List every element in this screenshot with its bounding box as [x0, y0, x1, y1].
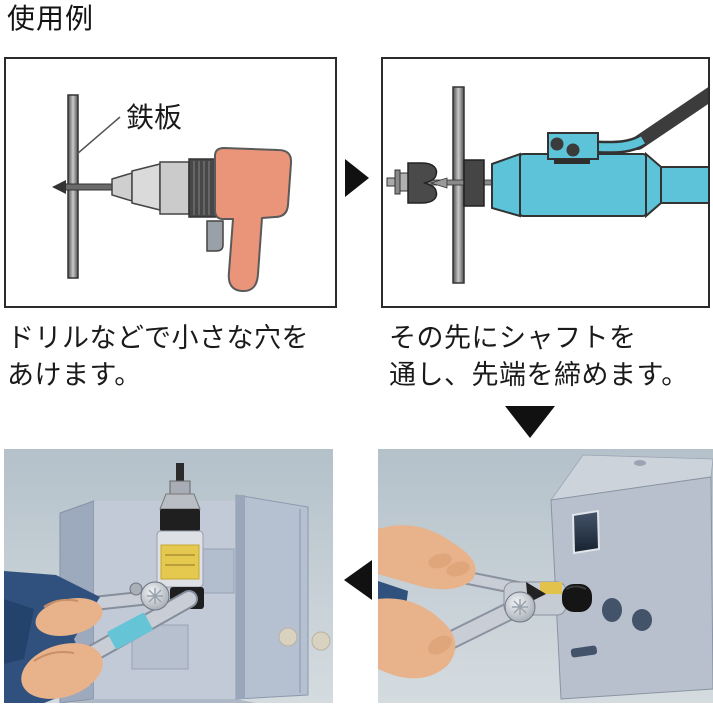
drill-bit	[63, 183, 115, 191]
iron-plate-label: 鉄板	[126, 102, 182, 133]
round-hole-1	[602, 598, 622, 622]
port-hole-1	[550, 137, 564, 151]
punch-die	[407, 162, 438, 204]
yellow-label	[160, 544, 200, 580]
slot-hole	[570, 645, 598, 658]
step1-caption: ドリルなどで小さな穴を あけます。	[7, 320, 309, 394]
drill-ribbed-grip	[188, 158, 217, 218]
worker-hands	[378, 525, 476, 679]
shaft-tip	[429, 177, 448, 189]
step2-caption: その先にシャフトを 通し、先端を締めます。	[389, 320, 689, 394]
step4-photo-illustration	[4, 449, 333, 703]
chuck-collar	[159, 161, 190, 215]
yellow-label	[540, 582, 562, 594]
step2-illustration-panel	[381, 57, 710, 308]
chuck-tip	[111, 171, 133, 203]
step2-illustration	[386, 86, 708, 284]
hand-lower	[378, 598, 456, 679]
caption-line: その先にシャフトを	[389, 323, 637, 353]
caption-line: あけます。	[7, 360, 142, 390]
step4-photo	[4, 449, 333, 703]
hand-upper	[35, 598, 103, 636]
tool-rear-cylinder	[660, 166, 708, 204]
electrical-box	[550, 454, 713, 700]
hydraulic-hose	[631, 87, 708, 150]
caption-line: 通し、先端を締めます。	[389, 360, 689, 390]
port-hole-2	[566, 143, 580, 157]
step3-photo-illustration	[378, 449, 713, 703]
label-leader-line	[76, 116, 121, 155]
step1-illustration-panel: 鉄板	[4, 57, 337, 308]
tool-taper	[645, 151, 662, 219]
chuck-cone	[131, 163, 161, 211]
worker-arm	[4, 571, 103, 703]
knob-detail	[147, 588, 163, 604]
port-box-base	[554, 159, 590, 164]
tool-nose-cone	[491, 152, 521, 218]
flow-arrow-right-icon	[345, 159, 369, 197]
square-knockout-window	[571, 509, 601, 555]
step1-illustration: 鉄板	[52, 94, 293, 293]
cyan-label	[107, 613, 153, 649]
caption-line: ドリルなどで小さな穴を	[7, 323, 309, 353]
drill-trigger	[206, 220, 224, 252]
step3-photo	[378, 449, 713, 703]
round-hole-2	[632, 609, 652, 631]
drill-bit-tip	[52, 180, 66, 194]
shaft-end-nut	[386, 169, 409, 195]
flow-arrow-down-icon	[505, 406, 555, 438]
die-holder-block	[463, 159, 485, 207]
page-title: 使用例	[7, 3, 95, 34]
hose-tube	[596, 136, 646, 152]
punch-cylinder-dark	[562, 584, 592, 612]
drill-body	[214, 147, 293, 293]
flow-arrow-left-icon	[344, 560, 372, 600]
